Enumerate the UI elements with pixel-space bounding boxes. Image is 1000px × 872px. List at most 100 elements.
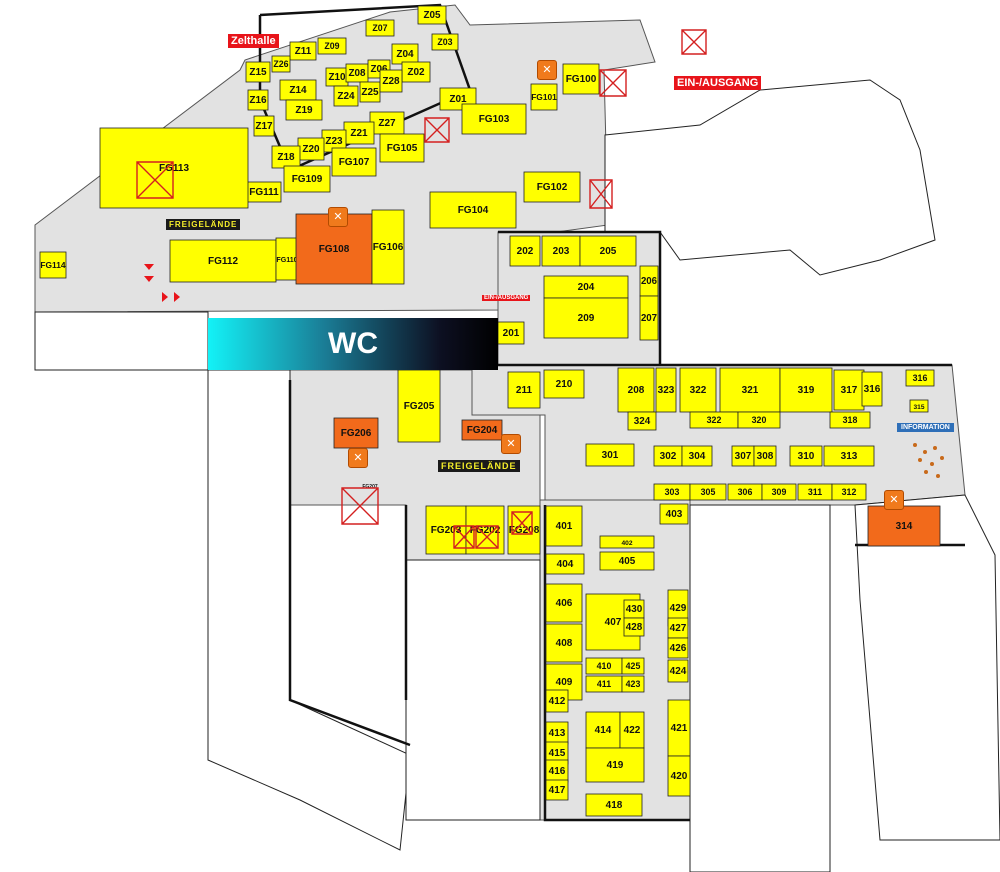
stand-306[interactable]: 306 <box>727 483 763 501</box>
stand-fg112[interactable]: FG112 <box>169 239 277 283</box>
stand-z02[interactable]: Z02 <box>401 61 431 83</box>
stand-315[interactable]: 315 <box>909 399 929 413</box>
stand-403[interactable]: 403 <box>659 503 689 525</box>
stand-fg203[interactable]: FG203 <box>425 505 467 555</box>
stand-206[interactable]: 206 <box>639 265 659 297</box>
stand-z05[interactable]: Z05 <box>417 5 447 25</box>
stand-z26[interactable]: Z26 <box>271 55 291 73</box>
stand-fg208[interactable]: FG208 <box>507 505 541 555</box>
stand-321[interactable]: 321 <box>719 367 781 413</box>
stand-fg100[interactable]: FG100 <box>562 63 600 95</box>
stand-205[interactable]: 205 <box>579 235 637 267</box>
stand-405[interactable]: 405 <box>599 551 655 571</box>
stand-fg110[interactable]: FG110 <box>275 237 299 281</box>
stand-z08[interactable]: Z08 <box>345 63 369 83</box>
stand-201[interactable]: 201 <box>497 321 525 345</box>
stand-z18[interactable]: Z18 <box>271 145 301 169</box>
stand-fg204[interactable]: FG204 <box>461 419 503 441</box>
stand-416[interactable]: 416 <box>545 759 569 783</box>
stand-z10[interactable]: Z10 <box>325 67 349 87</box>
stand-424[interactable]: 424 <box>667 659 689 683</box>
stand-317[interactable]: 317 <box>833 369 865 411</box>
stand-207[interactable]: 207 <box>639 295 659 341</box>
stand-412[interactable]: 412 <box>545 689 569 713</box>
stand-415[interactable]: 415 <box>545 741 569 765</box>
stand-fg109[interactable]: FG109 <box>283 165 331 193</box>
stand-308[interactable]: 308 <box>753 445 777 467</box>
stand-404[interactable]: 404 <box>545 553 585 575</box>
stand-z07[interactable]: Z07 <box>365 19 395 37</box>
stand-z24[interactable]: Z24 <box>333 85 359 107</box>
stand-302[interactable]: 302 <box>653 445 683 467</box>
stand-417[interactable]: 417 <box>545 779 569 801</box>
stand-204[interactable]: 204 <box>543 275 629 299</box>
stand-309[interactable]: 309 <box>761 483 797 501</box>
stand-406[interactable]: 406 <box>545 583 583 623</box>
stand-fg101[interactable]: FG101 <box>530 83 558 111</box>
stand-410[interactable]: 410 <box>585 657 623 675</box>
stand-414[interactable]: 414 <box>585 711 621 749</box>
stand-fg107[interactable]: FG107 <box>331 147 377 177</box>
stand-324[interactable]: 324 <box>627 411 657 431</box>
stand-313[interactable]: 313 <box>823 445 875 467</box>
stand-418[interactable]: 418 <box>585 793 643 817</box>
stand-208[interactable]: 208 <box>617 367 655 413</box>
stand-316[interactable]: 316 <box>905 369 935 387</box>
stand-z17[interactable]: Z17 <box>253 115 275 137</box>
stand-211[interactable]: 211 <box>507 371 541 409</box>
stand-fg106[interactable]: FG106 <box>371 209 405 285</box>
stand-303[interactable]: 303 <box>653 483 691 501</box>
stand-z25[interactable]: Z25 <box>359 81 381 103</box>
stand-311[interactable]: 311 <box>797 483 833 501</box>
stand-fg114[interactable]: FG114 <box>39 251 67 279</box>
stand-fg102[interactable]: FG102 <box>523 171 581 203</box>
stand-427[interactable]: 427 <box>667 617 689 639</box>
stand-310[interactable]: 310 <box>789 445 823 467</box>
stand-419[interactable]: 419 <box>585 747 645 783</box>
stand-z21[interactable]: Z21 <box>343 121 375 145</box>
stand-323[interactable]: 323 <box>655 367 677 413</box>
stand-z27[interactable]: Z27 <box>369 111 405 135</box>
stand-320[interactable]: 320 <box>737 411 781 429</box>
stand-423[interactable]: 423 <box>621 675 645 693</box>
wc-banner[interactable]: WC <box>208 318 498 370</box>
stand-z04[interactable]: Z04 <box>391 43 419 65</box>
stand-fg207[interactable]: FG207 <box>362 484 378 490</box>
stand-fg104[interactable]: FG104 <box>429 191 517 229</box>
stand-421[interactable]: 421 <box>667 699 691 757</box>
stand-209[interactable]: 209 <box>543 297 629 339</box>
stand-fg205[interactable]: FG205 <box>397 369 441 443</box>
stand-z03[interactable]: Z03 <box>431 33 459 51</box>
stand-z09[interactable]: Z09 <box>317 37 347 55</box>
stand-z11[interactable]: Z11 <box>289 41 317 61</box>
stand-420[interactable]: 420 <box>667 755 691 797</box>
stand-408[interactable]: 408 <box>545 623 583 663</box>
stand-401[interactable]: 401 <box>545 505 583 547</box>
stand-322[interactable]: 322 <box>679 367 717 413</box>
stand-210[interactable]: 210 <box>543 369 585 399</box>
stand-z14[interactable]: Z14 <box>279 79 317 101</box>
stand-fg103[interactable]: FG103 <box>461 103 527 135</box>
stand-402[interactable]: 402 <box>599 535 655 549</box>
stand-z16[interactable]: Z16 <box>247 89 269 111</box>
stand-z19[interactable]: Z19 <box>285 99 323 121</box>
stand-425[interactable]: 425 <box>621 657 645 675</box>
stand-319[interactable]: 319 <box>779 367 833 413</box>
stand-z15[interactable]: Z15 <box>245 61 271 83</box>
stand-fg113[interactable]: FG113 <box>99 127 249 209</box>
stand-202[interactable]: 202 <box>509 235 541 267</box>
stand-z20[interactable]: Z20 <box>297 137 325 161</box>
stand-322[interactable]: 322 <box>689 411 739 429</box>
stand-430[interactable]: 430 <box>623 599 645 619</box>
stand-318[interactable]: 318 <box>829 411 871 429</box>
stand-z28[interactable]: Z28 <box>379 69 403 93</box>
stand-422[interactable]: 422 <box>619 711 645 749</box>
stand-301[interactable]: 301 <box>585 443 635 467</box>
stand-fg111[interactable]: FG111 <box>246 181 282 203</box>
stand-305[interactable]: 305 <box>689 483 727 501</box>
stand-fg206[interactable]: FG206 <box>333 417 379 449</box>
stand-426[interactable]: 426 <box>667 637 689 659</box>
information-label[interactable]: INFORMATION <box>897 423 954 432</box>
stand-fg105[interactable]: FG105 <box>379 133 425 163</box>
stand-304[interactable]: 304 <box>681 445 713 467</box>
